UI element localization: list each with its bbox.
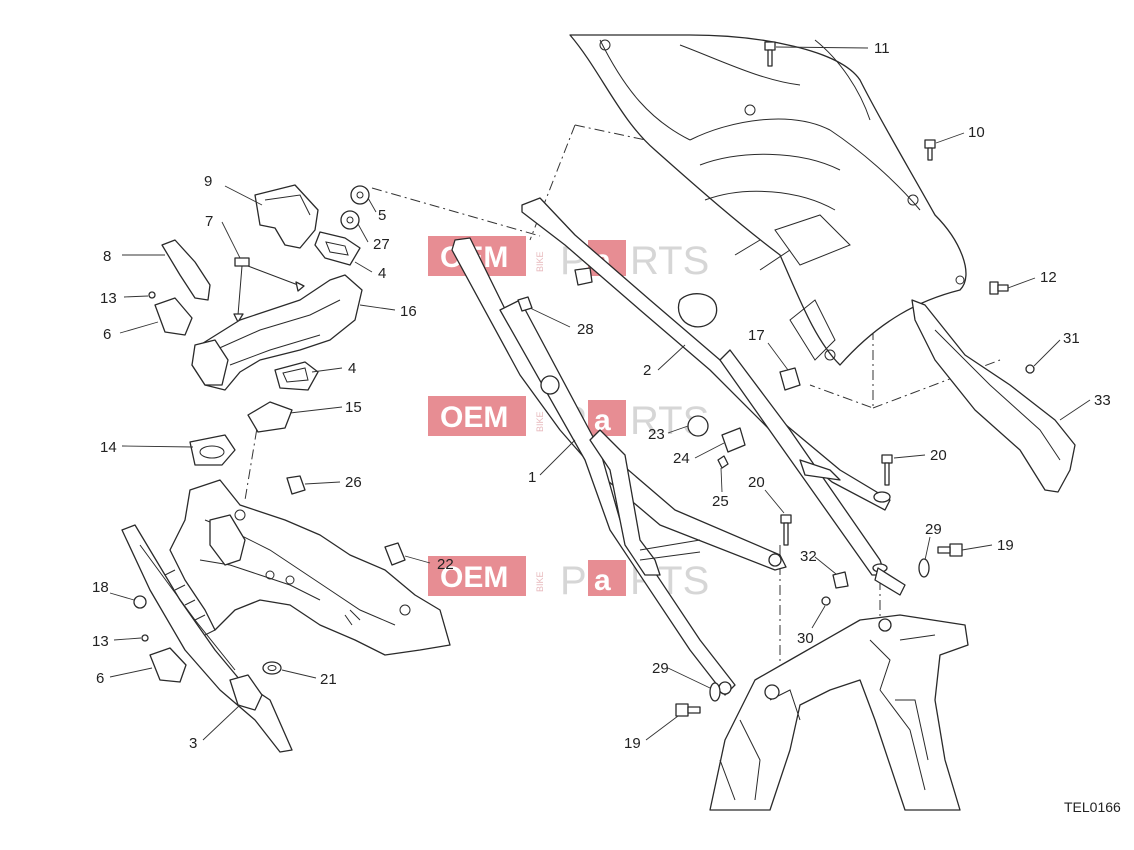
callout-3: 3: [189, 735, 197, 752]
callout-13b: 13: [92, 633, 109, 650]
screw-25: [717, 455, 729, 469]
ring-21: [262, 661, 282, 675]
tail-cover-assembly: [569, 34, 967, 366]
bolt-11: [764, 41, 776, 67]
bracket-24: [721, 427, 746, 453]
callout-9: 9: [204, 173, 212, 190]
washer-29a: [918, 558, 930, 578]
washer-31: [1025, 364, 1035, 374]
callout-15: 15: [345, 399, 362, 416]
watermark-tag: BIKE: [535, 251, 545, 272]
callout-29a: 29: [925, 521, 942, 538]
callout-4a: 4: [378, 265, 386, 282]
callout-6b: 6: [96, 670, 104, 687]
callout-29b: 29: [652, 660, 669, 677]
callout-labels: 9 7 8 13 6 5 27 4 16 4 15 14 26 22 21 18…: [92, 40, 1111, 752]
cover-9: [254, 184, 319, 249]
grommet-23: [687, 415, 709, 437]
callout-18: 18: [92, 579, 109, 596]
callout-33: 33: [1094, 392, 1111, 409]
callout-22: 22: [437, 556, 454, 573]
callout-10: 10: [968, 124, 985, 141]
bolt-12: [989, 281, 1009, 295]
callout-32: 32: [800, 548, 817, 565]
washer-5: [350, 185, 370, 205]
callout-26: 26: [345, 474, 362, 491]
rubber-6b: [149, 647, 187, 683]
callout-19a: 19: [997, 537, 1014, 554]
bracket-17: [779, 367, 801, 391]
callout-7: 7: [205, 213, 213, 230]
callout-27: 27: [373, 236, 390, 253]
plug-18: [133, 595, 147, 609]
callout-12: 12: [1040, 269, 1057, 286]
subframe-1: [451, 237, 787, 696]
support-16: [191, 274, 363, 391]
callout-21: 21: [320, 671, 337, 688]
watermark-brand: OEM: [440, 561, 508, 594]
bolt-19b: [675, 703, 701, 717]
callout-24: 24: [673, 450, 690, 467]
watermark-suffix-p: P: [560, 559, 587, 603]
rubber-28: [517, 267, 593, 312]
callout-20a: 20: [930, 447, 947, 464]
watermark-3: OEM BIKE P a RTS: [428, 556, 709, 603]
pad-14: [189, 434, 236, 466]
bolt-20b: [780, 514, 792, 546]
callout-11: 11: [874, 40, 890, 57]
callout-25: 25: [712, 493, 729, 510]
watermark-brand: OEM: [440, 401, 508, 434]
bolt-20a: [881, 454, 893, 486]
nut-30: [821, 596, 831, 606]
rubber-6a: [154, 297, 193, 336]
clip-26: [286, 475, 306, 495]
callout-28: 28: [577, 321, 594, 338]
callout-23: 23: [648, 426, 665, 443]
watermark-tag: BIKE: [535, 411, 545, 432]
callout-31: 31: [1063, 330, 1080, 347]
clip-32: [832, 571, 849, 589]
watermark-tag: BIKE: [535, 571, 545, 592]
nut-13a: [148, 291, 156, 299]
strap-7: [233, 257, 305, 323]
washer-29b: [709, 682, 721, 702]
leader-lines: [109, 46, 1091, 741]
washer-27: [340, 210, 360, 230]
cap-22: [384, 542, 406, 566]
bolt-10: [924, 139, 936, 161]
pad-15: [247, 401, 293, 433]
watermark-suffix-rts: RTS: [630, 239, 709, 283]
callout-20b: 20: [748, 474, 765, 491]
callout-5: 5: [378, 207, 386, 224]
undertray: [169, 479, 451, 656]
bracket-8: [161, 239, 211, 301]
side-plate-3: [121, 524, 293, 753]
grommet-4b: [274, 361, 319, 391]
callout-13a: 13: [100, 290, 117, 307]
rail-2: [521, 197, 906, 596]
grommet-4a: [314, 231, 361, 266]
drawing-code: TEL0166: [1064, 799, 1121, 815]
callout-2: 2: [643, 362, 651, 379]
main-frame: [709, 614, 969, 811]
callout-6a: 6: [103, 326, 111, 343]
callout-19b: 19: [624, 735, 641, 752]
nut-13b: [141, 634, 149, 642]
callout-17: 17: [748, 327, 765, 344]
callout-4b: 4: [348, 360, 356, 377]
callout-14: 14: [100, 439, 117, 456]
bolt-19a: [937, 543, 963, 557]
watermark-suffix-a: a: [594, 564, 611, 597]
watermark-suffix-a: a: [594, 404, 611, 437]
callout-8: 8: [103, 248, 111, 265]
callout-16: 16: [400, 303, 417, 320]
callout-1: 1: [528, 469, 536, 486]
callout-30: 30: [797, 630, 814, 647]
